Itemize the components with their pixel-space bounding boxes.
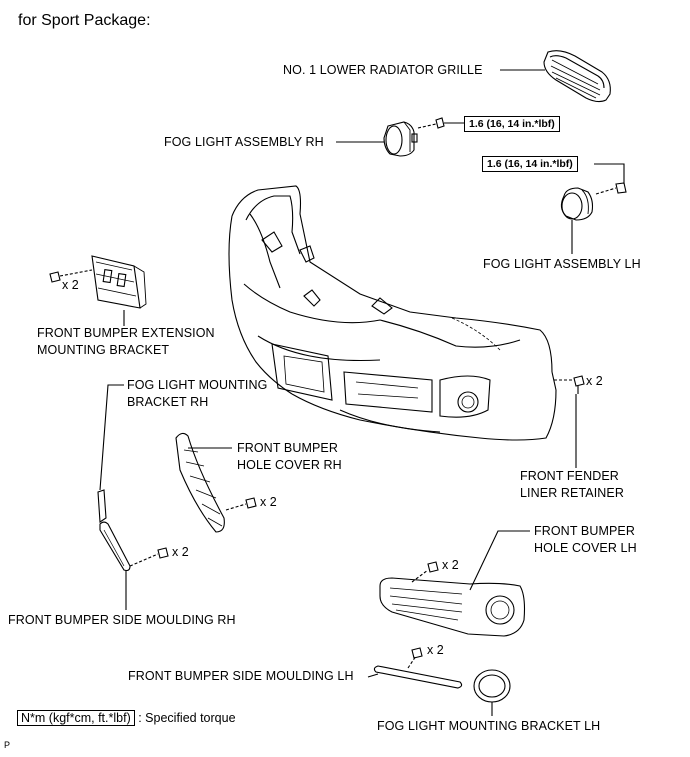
qty-hole-cover-lh: x 2 xyxy=(442,558,459,572)
side-moulding-lh-drawing xyxy=(373,665,463,689)
fog-bracket-lh-drawing xyxy=(473,669,511,703)
label-fog-light-lh: FOG LIGHT ASSEMBLY LH xyxy=(483,257,641,271)
label-fender-retainer-line1: FRONT FENDER xyxy=(520,469,619,483)
corner-mark: P xyxy=(4,740,11,750)
label-ext-bracket-line2: MOUNTING BRACKET xyxy=(37,343,170,357)
qty-side-rh: x 2 xyxy=(172,545,189,559)
label-side-moulding-lh: FRONT BUMPER SIDE MOULDING LH xyxy=(128,669,354,683)
qty-fender: x 2 xyxy=(586,374,603,388)
label-fog-bracket-lh: FOG LIGHT MOUNTING BRACKET LH xyxy=(377,719,601,733)
qty-ext-bracket: x 2 xyxy=(62,278,79,292)
leader-side-lh xyxy=(367,673,379,678)
qty-side-lh: x 2 xyxy=(427,643,444,657)
label-hole-cover-lh-line1: FRONT BUMPER xyxy=(534,524,635,538)
label-side-moulding-rh: FRONT BUMPER SIDE MOULDING RH xyxy=(8,613,236,627)
qty-hole-cover-rh: x 2 xyxy=(260,495,277,509)
label-hole-cover-rh-line1: FRONT BUMPER xyxy=(237,441,338,455)
hole-cover-lh-drawing xyxy=(379,577,526,637)
front-bumper-cover-drawing xyxy=(228,185,557,441)
torque-box-lh: 1.6 (16, 14 in.*lbf) xyxy=(482,156,578,172)
fog-light-lh-drawing xyxy=(560,187,594,221)
hole-cover-rh-drawing xyxy=(175,432,225,533)
label-lower-radiator-grille: NO. 1 LOWER RADIATOR GRILLE xyxy=(283,63,483,77)
fender-retainer-drawing xyxy=(573,375,585,394)
fog-light-rh-drawing xyxy=(383,121,418,157)
side-moulding-rh-drawing xyxy=(99,521,131,572)
fog-bracket-rh-drawing xyxy=(97,489,107,523)
label-ext-bracket-line1: FRONT BUMPER EXTENSION xyxy=(37,326,215,340)
label-hole-cover-lh-line2: HOLE COVER LH xyxy=(534,541,637,555)
torque-legend: N*m (kgf*cm, ft.*lbf) : Specified torque xyxy=(17,710,236,726)
label-fog-light-rh: FOG LIGHT ASSEMBLY RH xyxy=(164,135,324,149)
legend-torque-box: N*m (kgf*cm, ft.*lbf) xyxy=(17,710,135,726)
label-fender-retainer-line2: LINER RETAINER xyxy=(520,486,624,500)
leader-fog-bracket-rh xyxy=(99,384,124,491)
lower-radiator-grille-drawing xyxy=(543,50,611,103)
legend-text: : Specified torque xyxy=(138,711,236,725)
leader-hole-cover-lh xyxy=(469,530,530,591)
label-hole-cover-rh-line2: HOLE COVER RH xyxy=(237,458,342,472)
label-fog-bracket-rh-line2: BRACKET RH xyxy=(127,395,209,409)
extension-bracket-drawing xyxy=(91,255,147,309)
bolt-fog-rh xyxy=(417,117,445,129)
torque-box-rh: 1.6 (16, 14 in.*lbf) xyxy=(464,116,560,132)
label-fog-bracket-rh-line1: FOG LIGHT MOUNTING xyxy=(127,378,268,392)
page-header: for Sport Package: xyxy=(18,12,151,29)
